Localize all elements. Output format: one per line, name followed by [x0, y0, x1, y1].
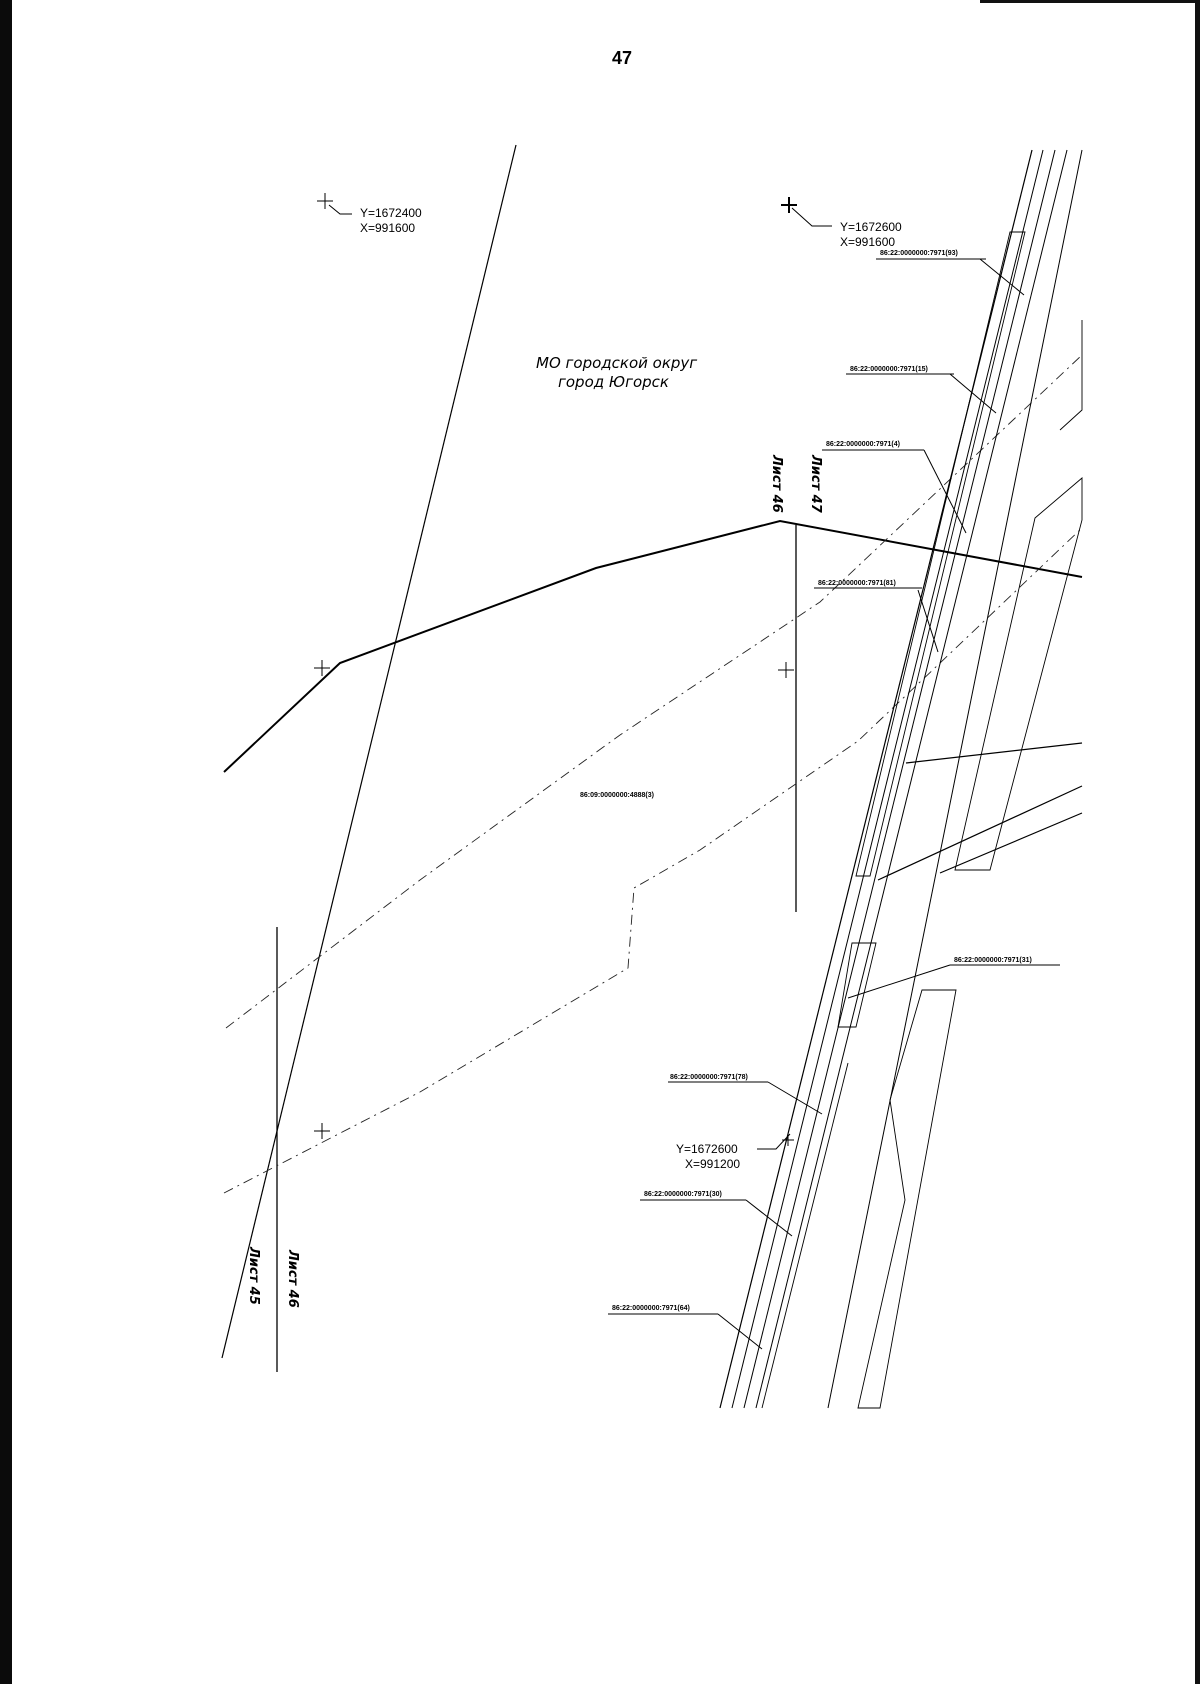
sheet-label-bottom-left: Лист 45	[246, 1246, 261, 1305]
parcel-east-corner	[1059, 320, 1083, 431]
coord-label-1-x: X=991600	[360, 221, 415, 235]
branch-line-2	[877, 785, 1083, 881]
parcel-label-81: 86:22:0000000:7971(81)	[818, 580, 896, 587]
sheet-label-top-right: Лист 47	[808, 454, 823, 514]
coordinate-cross-5	[314, 1123, 330, 1139]
sheet-label-top-left: Лист 46	[769, 454, 784, 513]
coord-label-2-x: X=991600	[840, 235, 895, 249]
branch-line-3	[939, 812, 1083, 874]
dashdot-line-north	[225, 354, 1083, 1029]
scan-border-right	[1195, 0, 1200, 1684]
corridor-line-5	[827, 149, 1083, 1409]
coordinate-cross-2	[781, 197, 832, 227]
scan-border-top	[980, 0, 1200, 3]
scan-border-left	[0, 0, 12, 1684]
parcel-label-31: 86:22:0000000:7971(31)	[954, 957, 1032, 964]
coord-label-2-y: Y=1672600	[840, 220, 902, 234]
page-number: 47	[612, 48, 633, 68]
parcel-label-78: 86:22:0000000:7971(78)	[670, 1074, 748, 1081]
boundary-line-west	[221, 144, 517, 1359]
coordinate-cross-1	[317, 193, 352, 215]
corridor-line-3	[743, 149, 1056, 1409]
corridor-line-4	[755, 149, 1068, 1409]
parcel-label-4888: 86:09:0000000:4888(3)	[580, 792, 654, 799]
dashdot-line-south	[223, 527, 1083, 1194]
parcel-label-64: 86:22:0000000:7971(64)	[612, 1305, 690, 1312]
coord-label-1-y: Y=1672400	[360, 206, 422, 220]
branch-line-1	[905, 742, 1083, 764]
parcel-small-rect	[837, 942, 877, 1028]
sheet-label-bottom-right: Лист 46	[285, 1249, 300, 1308]
coordinate-cross-4	[314, 660, 330, 676]
parcel-label-93: 86:22:0000000:7971(93)	[880, 250, 958, 257]
inner-strip-upper	[855, 231, 1026, 877]
coord-label-3-y: Y=1672600	[676, 1142, 738, 1156]
parcel-label-30: 86:22:0000000:7971(30)	[644, 1191, 722, 1198]
parcel-label-4: 86:22:0000000:7971(4)	[826, 441, 900, 448]
coordinate-cross-3	[778, 662, 794, 678]
territory-label-line2: город Югорск	[558, 373, 669, 391]
parcel-south-strip	[857, 989, 957, 1409]
coordinate-cross-6	[757, 1133, 794, 1150]
territory-label-line1: МО городской округ	[536, 354, 697, 372]
corridor-line-1	[719, 149, 1033, 1409]
parcel-east-band	[954, 477, 1083, 871]
corridor-inner-south	[761, 1062, 849, 1409]
corridor-line-2	[731, 149, 1044, 1409]
parcel-label-15: 86:22:0000000:7971(15)	[850, 366, 928, 373]
coord-label-3-x: X=991200	[685, 1157, 740, 1171]
municipal-boundary	[223, 519, 1083, 773]
